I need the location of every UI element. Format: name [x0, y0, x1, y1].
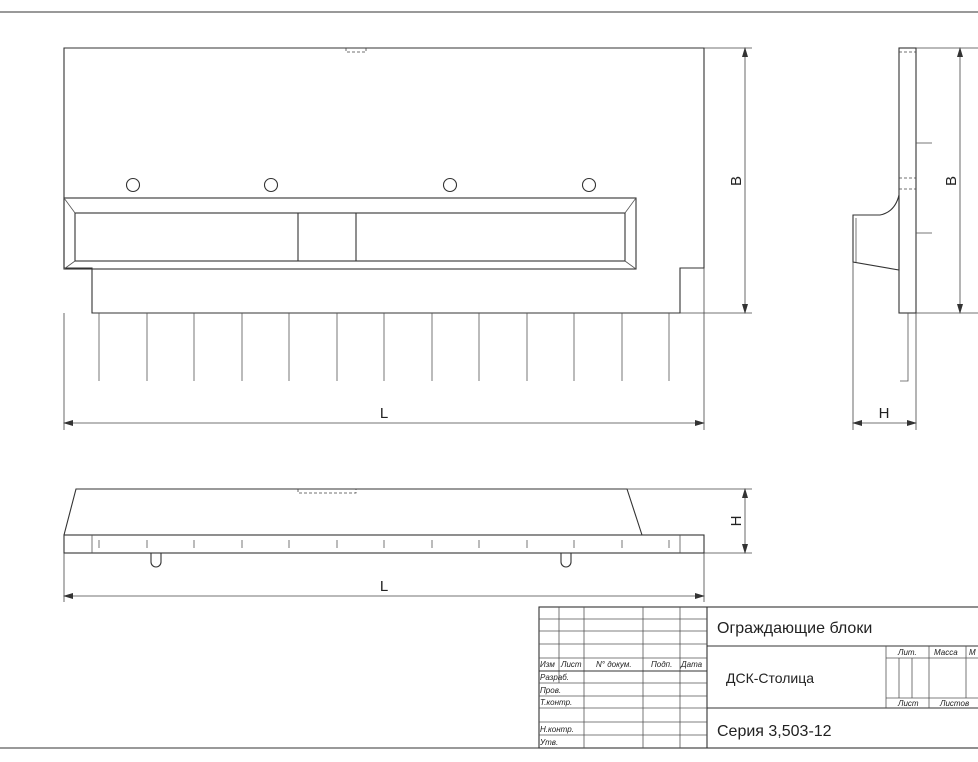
role-razrab: Разраб.: [540, 673, 569, 682]
label-mass: Масса: [934, 648, 958, 657]
dimension-h-side: H: [852, 262, 917, 430]
front-view: [63, 47, 705, 381]
role-utv: Утв.: [539, 738, 558, 747]
dimension-h-plan: H: [627, 488, 752, 554]
label-l-front: L: [380, 405, 388, 422]
side-view: [852, 47, 932, 382]
organization-name: ДСК-Столица: [726, 670, 814, 686]
header-sign: Подп.: [651, 660, 672, 669]
label-b-side: B: [943, 176, 960, 186]
label-scale: М: [969, 648, 976, 657]
plan-view: [63, 488, 705, 568]
lifting-loop: [150, 553, 162, 568]
front-panel: [63, 197, 637, 270]
role-tkontr: Т.контр.: [540, 698, 572, 707]
mounting-hole: [442, 177, 458, 193]
header-doc: N° докум.: [596, 660, 632, 669]
label-h-plan: H: [728, 516, 745, 527]
mounting-hole: [263, 177, 279, 193]
header-list: Лист: [560, 660, 582, 669]
role-prov: Пров.: [540, 686, 561, 695]
lifting-loop: [560, 553, 572, 568]
drawing-title: Ограждающие блоки: [717, 620, 872, 637]
label-l-plan: L: [380, 578, 388, 595]
label-sheet: Лист: [897, 699, 919, 708]
header-izm: Изм: [540, 660, 555, 669]
header-date: Дата: [680, 660, 703, 669]
series-number: Серия 3,503-12: [717, 723, 832, 740]
label-sheets: Листов: [939, 699, 969, 708]
mounting-hole: [581, 177, 597, 193]
dimension-l-plan: L: [63, 553, 705, 602]
role-nkontr: Н.контр.: [540, 725, 574, 734]
mounting-hole: [125, 177, 141, 193]
dimension-b-front: B: [680, 47, 752, 314]
plan-rebar-ticks: [98, 540, 670, 548]
dimension-b-side: B: [916, 47, 978, 314]
label-b-front: B: [728, 176, 745, 186]
label-h-side: H: [879, 405, 890, 422]
title-block: Изм Лист N° докум. Подп. Дата Разраб. Пр…: [538, 606, 978, 749]
dimension-l-front: L: [63, 268, 705, 430]
label-lit: Лит.: [897, 648, 917, 657]
rebar-lines: [98, 313, 670, 381]
